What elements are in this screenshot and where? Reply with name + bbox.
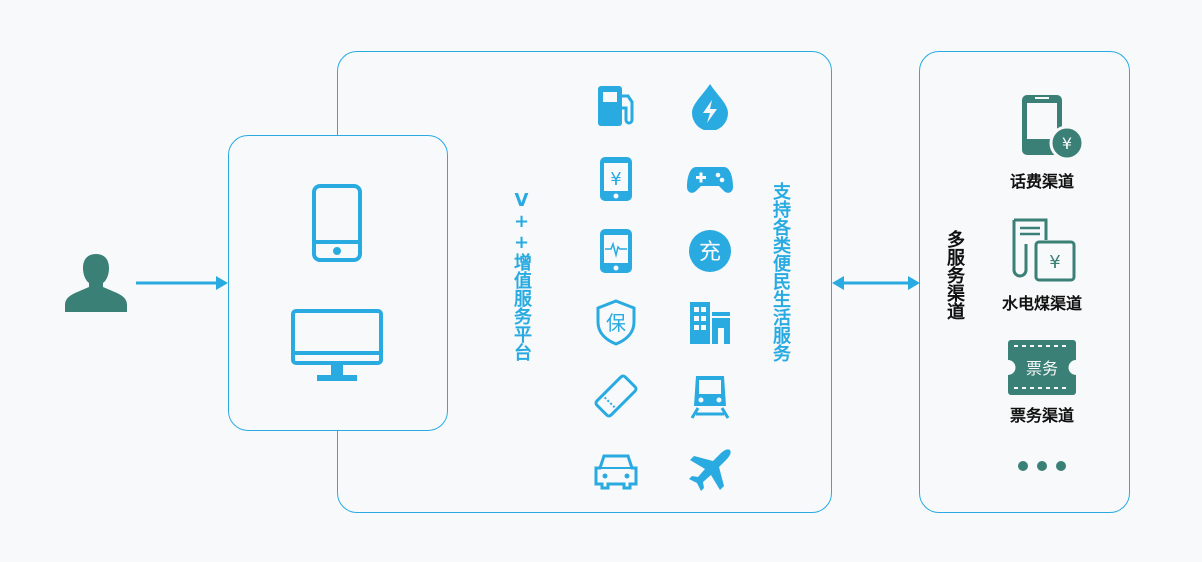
desktop-monitor-icon xyxy=(291,309,383,381)
gas-station-icon xyxy=(598,86,634,126)
svg-text:充: 充 xyxy=(699,240,721,265)
insurance-icon: 保 xyxy=(596,299,636,346)
svg-text:¥: ¥ xyxy=(1062,134,1072,153)
gamepad-icon xyxy=(687,167,733,193)
more-icon xyxy=(1018,461,1066,471)
building-icon xyxy=(690,302,730,344)
channel-label-phone: 话费渠道 xyxy=(1009,172,1074,191)
channels-title: 多服务渠道 xyxy=(944,230,965,320)
svg-text:¥: ¥ xyxy=(610,169,621,190)
phone-bill-icon: ¥ xyxy=(1022,95,1084,159)
services-title: 支持各类便民生活服务 xyxy=(770,182,791,362)
svg-text:票务: 票务 xyxy=(1026,359,1058,378)
recharge-icon: 充 xyxy=(689,230,731,272)
mobile-phone-icon xyxy=(312,184,362,262)
ticket-icon xyxy=(594,374,638,418)
platform-title: V++增值服务平台 xyxy=(511,190,532,361)
utility-bill-icon: ¥ xyxy=(1012,218,1076,282)
airplane-icon xyxy=(689,449,731,491)
channel-label-ticket: 票务渠道 xyxy=(1009,406,1074,425)
ticketing-icon: 票务 xyxy=(1008,340,1076,395)
svg-text:保: 保 xyxy=(606,311,626,335)
user-icon xyxy=(65,254,127,312)
train-icon xyxy=(690,376,730,419)
mobile-health-icon xyxy=(600,229,632,273)
mobile-payment-icon: ¥ xyxy=(600,157,632,201)
bidirectional-arrow xyxy=(832,276,920,290)
channel-label-utility: 水电煤渠道 xyxy=(1001,294,1082,313)
svg-text:¥: ¥ xyxy=(1049,252,1060,273)
water-electric-icon xyxy=(692,84,728,130)
car-icon xyxy=(594,454,638,490)
devices-panel xyxy=(228,135,448,431)
arrow-right xyxy=(136,276,228,290)
